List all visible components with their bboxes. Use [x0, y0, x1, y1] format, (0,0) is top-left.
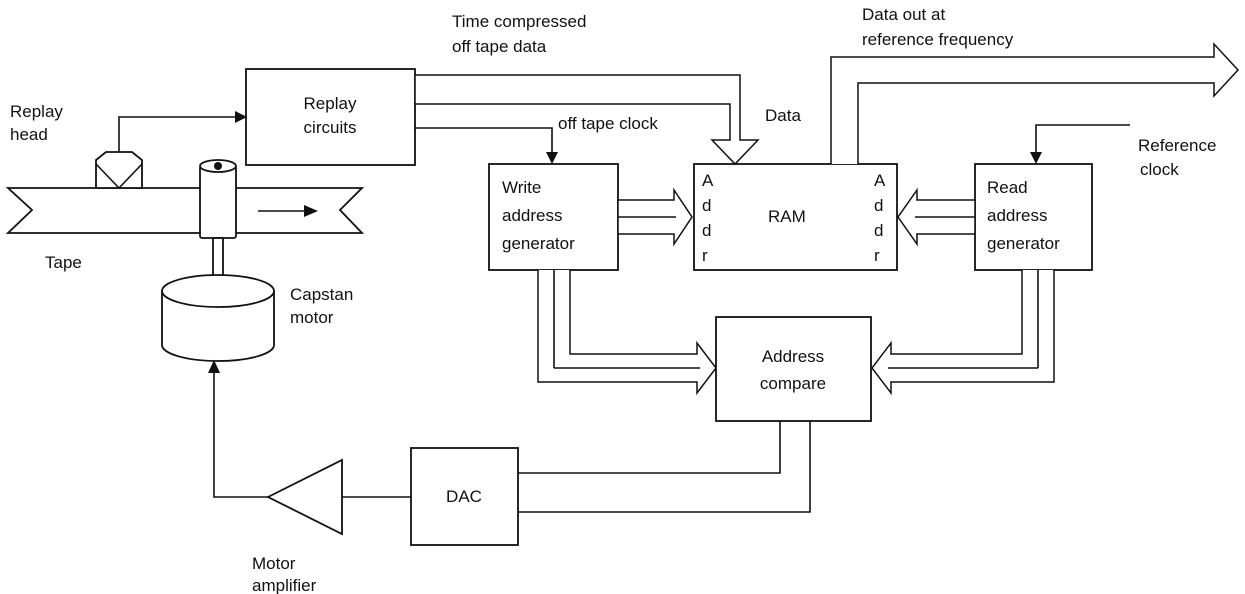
data-out-label: Data out at — [862, 5, 945, 24]
svg-text:A: A — [702, 171, 714, 190]
write-to-compare-bus-arrow — [537, 270, 717, 396]
svg-text:address: address — [502, 206, 562, 225]
capstan-motor-label: motor — [290, 308, 334, 327]
svg-text:r: r — [702, 246, 708, 265]
svg-text:d: d — [702, 196, 711, 215]
svg-text:Replay: Replay — [304, 94, 357, 113]
svg-text:A: A — [874, 171, 886, 190]
svg-text:d: d — [702, 221, 711, 240]
svg-text:DAC: DAC — [446, 487, 482, 506]
replay-head-label: head — [10, 125, 48, 144]
write-address-bus-arrow — [617, 187, 693, 247]
data-out-label: reference frequency — [862, 30, 1014, 49]
svg-text:circuits: circuits — [304, 118, 357, 137]
off-tape-clock-label: off tape clock — [558, 114, 658, 133]
replay-circuits-block: Replay circuits — [245, 68, 416, 166]
replay-head-icon — [95, 151, 143, 190]
svg-text:r: r — [874, 246, 880, 265]
time-compressed-label: Time compressed — [452, 12, 586, 31]
dac-block: DAC — [410, 447, 519, 546]
motor-amplifier-label: Motor — [252, 554, 296, 573]
svg-text:Write: Write — [502, 178, 541, 197]
compare-to-dac-wire — [518, 421, 811, 513]
svg-text:address: address — [987, 206, 1047, 225]
svg-text:d: d — [874, 196, 883, 215]
tape-label: Tape — [45, 253, 82, 272]
data-label: Data — [765, 106, 801, 125]
replay-head-to-circuits-wire — [118, 111, 247, 152]
capstan-motor-label: Capstan — [290, 285, 353, 304]
reference-clock-wire — [1030, 124, 1130, 164]
read-to-compare-bus-arrow — [871, 270, 1055, 396]
capstan-roller-icon — [199, 159, 237, 283]
data-bus-arrow — [414, 74, 760, 166]
motor-amplifier-icon — [265, 458, 343, 536]
svg-text:generator: generator — [987, 234, 1060, 253]
reference-clock-label: Reference — [1138, 136, 1216, 155]
svg-text:compare: compare — [760, 374, 826, 393]
tape — [5, 187, 365, 234]
ram-block: RAM A d d r A d d r — [693, 163, 898, 271]
read-address-bus-arrow — [897, 187, 976, 247]
read-address-generator-block: Read address generator — [974, 163, 1093, 271]
address-compare-block: Address compare — [715, 316, 872, 422]
svg-text:generator: generator — [502, 234, 575, 253]
svg-text:d: d — [874, 221, 883, 240]
svg-text:Read: Read — [987, 178, 1028, 197]
svg-text:RAM: RAM — [768, 207, 806, 226]
capstan-motor-icon — [161, 274, 275, 362]
motor-amplifier-label: amplifier — [252, 576, 317, 594]
replay-head-label: Replay — [10, 102, 63, 121]
off-tape-clock-wire — [415, 127, 558, 164]
svg-text:Address: Address — [762, 347, 824, 366]
write-address-generator-block: Write address generator — [488, 163, 619, 271]
amplifier-to-motor-wire — [208, 360, 268, 498]
reference-clock-label: clock — [1140, 160, 1179, 179]
time-compressed-label: off tape data — [452, 37, 547, 56]
data-out-bus-arrow — [830, 42, 1240, 164]
